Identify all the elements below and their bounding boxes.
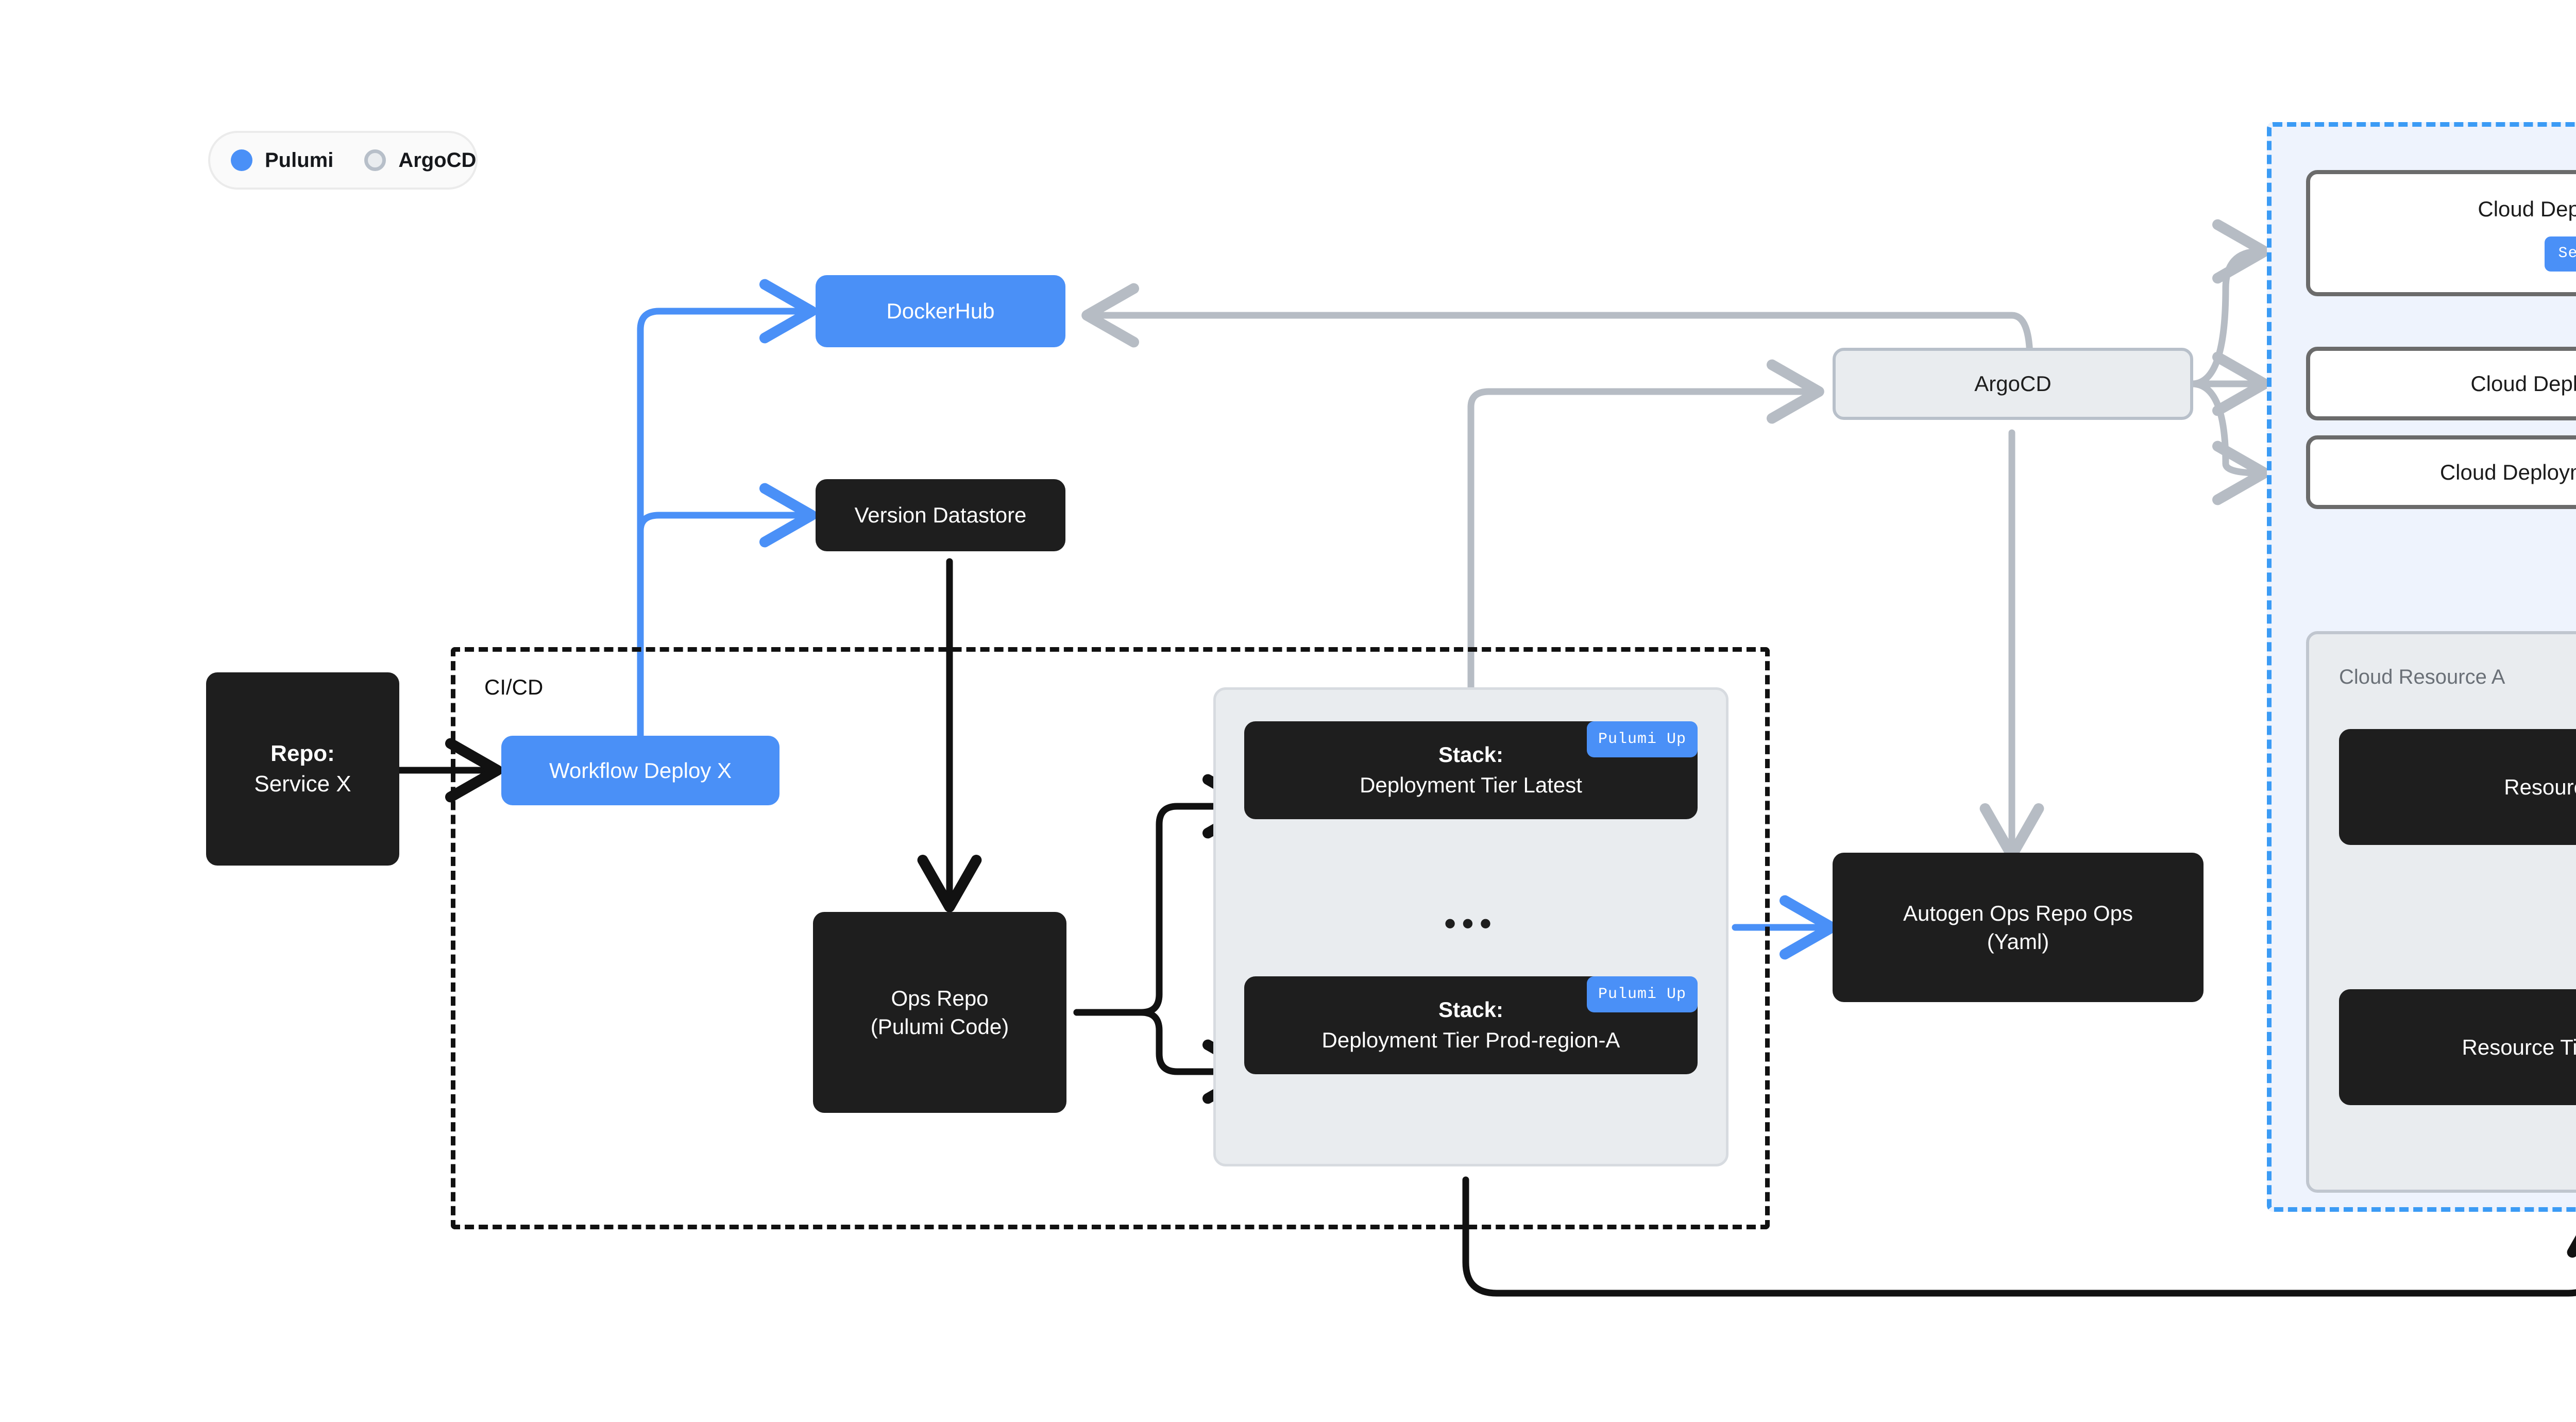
edge-workflow-to-version-datastore [637, 483, 817, 548]
node-repo-subtitle: Service X [254, 771, 351, 797]
node-argocd[interactable]: ArgoCD [1833, 348, 2193, 420]
node-ops-repo-title: Ops Repo [891, 986, 989, 1010]
stack-title: Stack: [1438, 742, 1504, 767]
node-workflow-label: Workflow Deploy X [549, 758, 732, 783]
stack-card-latest[interactable]: Pulumi Up Stack: Deployment Tier Latest [1244, 721, 1698, 819]
cloud-deployment-prod[interactable]: Cloud Deployment: Prod-region-A [2306, 435, 2576, 509]
resource-tier-label: Resource Tier Latest [2504, 774, 2576, 799]
resource-tiers-ellipsis: ••• [2571, 907, 2576, 940]
node-dockerhub-label: DockerHub [886, 299, 995, 324]
cloud-resource-panel [2306, 631, 2576, 1193]
node-version-datastore-label: Version Datastore [854, 503, 1027, 528]
edge-argocd-to-deploy-latest [2189, 219, 2270, 387]
edge-argocd-to-deploy-prod [2189, 380, 2270, 505]
cloud-deployment-label: Cloud Deployment: Prod-region-A [2439, 460, 2576, 484]
service-x-badge: Service X [2545, 236, 2576, 272]
node-ops-repo[interactable]: Ops Repo (Pulumi Code) [813, 912, 1066, 1113]
node-workflow-deploy-x[interactable]: Workflow Deploy X [501, 736, 779, 805]
legend: Pulumi ArgoCD [208, 131, 478, 190]
stack-subtitle: Deployment Tier Latest [1360, 773, 1582, 797]
cloud-deployment-label: Cloud Deployment: Latest [2478, 196, 2576, 221]
stacks-ellipsis: ••• [1444, 905, 1498, 942]
stack-card-prod[interactable]: Pulumi Up Stack: Deployment Tier Prod-re… [1244, 976, 1698, 1074]
stack-badge-pulumi-up: Pulumi Up [1586, 721, 1698, 757]
cloud-deployment-label: Cloud Deployment: Staging [2470, 371, 2576, 396]
node-ops-repo-subtitle: (Pulumi Code) [870, 1014, 1009, 1039]
node-autogen-subtitle: (Yaml) [1987, 929, 2049, 954]
resource-tier-label: Resource Tier Prod-Region-A [2462, 1035, 2576, 1059]
edge-argocd-inbound [1467, 359, 1824, 424]
cloud-deployment-latest[interactable]: Cloud Deployment: Latest Service X [2306, 170, 2576, 296]
stack-subtitle: Deployment Tier Prod-region-A [1321, 1028, 1620, 1052]
legend-item-label: ArgoCD [398, 148, 477, 172]
resource-tier-latest[interactable]: Resource Tier Latest [2339, 729, 2576, 845]
cloud-deployment-staging[interactable]: Cloud Deployment: Staging [2306, 347, 2576, 420]
node-version-datastore[interactable]: Version Datastore [816, 479, 1065, 551]
node-repo-title: Repo: [270, 741, 335, 767]
stack-title: Stack: [1438, 997, 1504, 1022]
legend-item-pulumi[interactable]: Pulumi [231, 149, 333, 172]
stack-badge-pulumi-up: Pulumi Up [1586, 976, 1698, 1012]
filled-dot-icon [231, 149, 252, 171]
cicd-label: CI/CD [484, 675, 544, 699]
legend-item-argocd[interactable]: ArgoCD [364, 149, 476, 172]
node-autogen-title: Autogen Ops Repo Ops [1903, 901, 2133, 925]
cicd-boundary [451, 647, 1770, 1229]
node-dockerhub[interactable]: DockerHub [816, 275, 1065, 347]
ring-dot-icon [364, 149, 386, 171]
node-repo-service-x[interactable]: Repo: Service X [206, 672, 399, 866]
node-autogen-ops-repo[interactable]: Autogen Ops Repo Ops (Yaml) [1833, 853, 2204, 1002]
legend-item-label: Pulumi [265, 148, 334, 172]
cloud-resource-panel-title: Cloud Resource A [2339, 666, 2505, 688]
resource-tier-prod[interactable]: Resource Tier Prod-Region-A [2339, 989, 2576, 1105]
node-argocd-label: ArgoCD [1974, 371, 2052, 396]
